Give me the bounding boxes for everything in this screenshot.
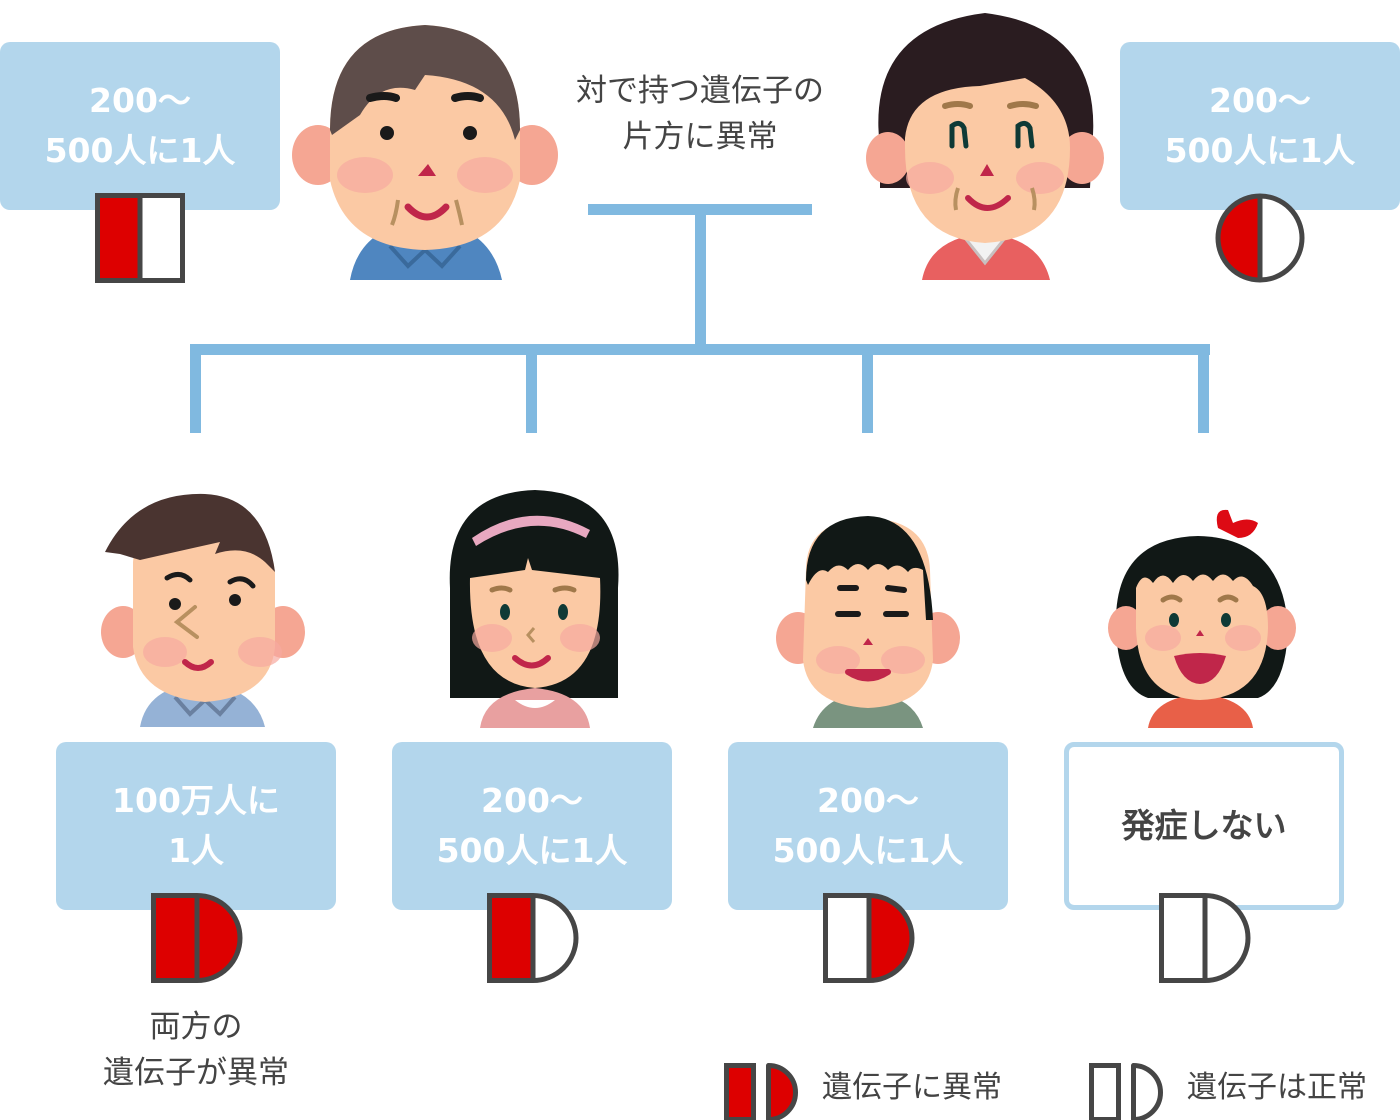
child-1-frequency-box: 100万人に 1人	[56, 742, 336, 910]
father-frequency-line-1: 200〜	[89, 81, 191, 120]
child-4-drop-line	[1198, 344, 1209, 433]
child-2-frequency-line-1: 200〜	[481, 781, 583, 820]
child-1-note-line-2: 遺伝子が異常	[103, 1055, 289, 1091]
mother-gene-circle-icon	[1215, 193, 1305, 283]
parents-caption-line-1: 対で持つ遺伝子の	[576, 73, 824, 109]
child-2-drop-line	[526, 344, 537, 433]
normal-gene-icon	[1089, 1063, 1163, 1120]
child-4-no-onset-label: 発症しない	[1121, 806, 1287, 845]
child-3-frequency-line-1: 200〜	[817, 781, 919, 820]
child-3-frequency-line-2: 500人に1人	[772, 831, 964, 870]
mother-frequency-box: 200〜 500人に1人	[1120, 42, 1400, 210]
child-1-gene-both-abnormal-icon	[151, 893, 243, 983]
parents-caption-line-2: 片方に異常	[622, 119, 778, 155]
abnormal-gene-icon	[724, 1063, 798, 1120]
child-1-frequency-line-2: 1人	[168, 831, 224, 870]
father-frequency-line-2: 500人に1人	[44, 131, 236, 170]
legend-normal-label: 遺伝子は正常	[1187, 1070, 1367, 1105]
child-2-frequency-line-2: 500人に1人	[436, 831, 628, 870]
girl-headband-face-illustration	[449, 490, 619, 728]
child-3-drop-line	[862, 344, 873, 433]
father-gene-square-icon	[95, 193, 185, 283]
mother-frequency-line-2: 500人に1人	[1164, 131, 1356, 170]
mother-frequency-line-1: 200〜	[1209, 81, 1311, 120]
children-connector-bar	[190, 344, 1210, 355]
boy-smiling-face-illustration	[776, 516, 960, 728]
child-3-frequency-box: 200〜 500人に1人	[728, 742, 1008, 910]
child-3-gene-right-abnormal-icon	[823, 893, 915, 983]
child-2-frequency-box: 200〜 500人に1人	[392, 742, 672, 910]
child-1-note-line-1: 両方の	[149, 1009, 243, 1045]
father-frequency-box: 200〜 500人に1人	[0, 42, 280, 210]
child-1-drop-line	[190, 344, 201, 433]
boy-face-illustration	[101, 493, 305, 727]
child-4-gene-normal-icon	[1159, 893, 1251, 983]
mother-face-illustration	[866, 13, 1104, 280]
legend-abnormal-label: 遺伝子に異常	[822, 1070, 1002, 1105]
child-1-note: 両方の 遺伝子が異常	[56, 1004, 336, 1096]
child-2-gene-left-abnormal-icon	[487, 893, 579, 983]
child-4-no-onset-box: 発症しない	[1064, 742, 1344, 910]
girl-ribbon-face-illustration	[1108, 509, 1296, 728]
child-1-frequency-line-1: 100万人に	[112, 781, 280, 820]
father-face-illustration	[292, 25, 558, 280]
parents-stem-line	[695, 204, 706, 355]
parents-caption: 対で持つ遺伝子の 片方に異常	[545, 68, 855, 160]
